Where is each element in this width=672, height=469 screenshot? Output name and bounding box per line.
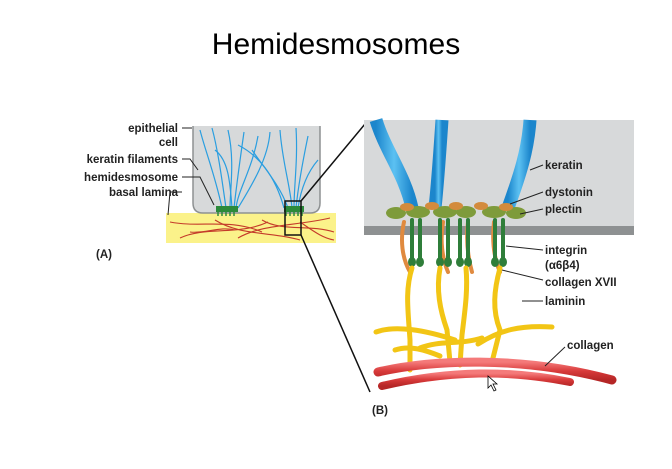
label-cell: cell <box>159 137 178 149</box>
label-keratin: keratin <box>545 160 583 172</box>
plasma-membrane-b <box>364 226 634 235</box>
slide-title: Hemidesmosomes <box>211 28 461 61</box>
integrin-heads-b <box>408 257 507 267</box>
zoom-connector-lines <box>300 123 371 393</box>
label-keratin-filaments: keratin filaments <box>87 154 178 166</box>
label-collagen-xvii: collagen XVII <box>545 277 617 289</box>
label-basal-lamina: basal lamina <box>109 187 179 199</box>
integrin-b <box>410 218 505 260</box>
label-integrin: integrin <box>545 245 587 257</box>
label-collagen: collagen <box>567 340 614 352</box>
hemidesmosome-a-right <box>284 206 304 216</box>
laminin-b <box>373 265 555 373</box>
panel-a-tag: (A) <box>96 249 112 261</box>
label-dystonin: dystonin <box>545 187 593 199</box>
panel-b: keratin dystonin plectin integrin (α6β4)… <box>364 118 634 417</box>
label-plectin: plectin <box>545 204 582 216</box>
dystonin-b <box>400 202 513 211</box>
hemidesmosome-a-left <box>216 206 238 216</box>
mouse-cursor-icon <box>487 375 499 392</box>
label-laminin: laminin <box>545 296 585 308</box>
panel-a: epithelial cell keratin filaments hemide… <box>84 123 336 261</box>
label-epithelial: epithelial <box>128 123 178 135</box>
epithelial-cell <box>192 126 321 214</box>
keratin-bundles-b <box>369 118 537 211</box>
collagen-fibers-b <box>373 357 617 390</box>
zoom-box <box>284 200 302 236</box>
label-hemidesmosome: hemidesmosome <box>84 172 178 184</box>
panel-a-leader-lines <box>167 127 215 216</box>
panel-b-tag: (B) <box>372 405 388 417</box>
panel-b-leader-lines <box>501 164 566 367</box>
basal-lamina-fibers <box>169 217 335 241</box>
label-integrin-subunits: (α6β4) <box>545 260 580 272</box>
